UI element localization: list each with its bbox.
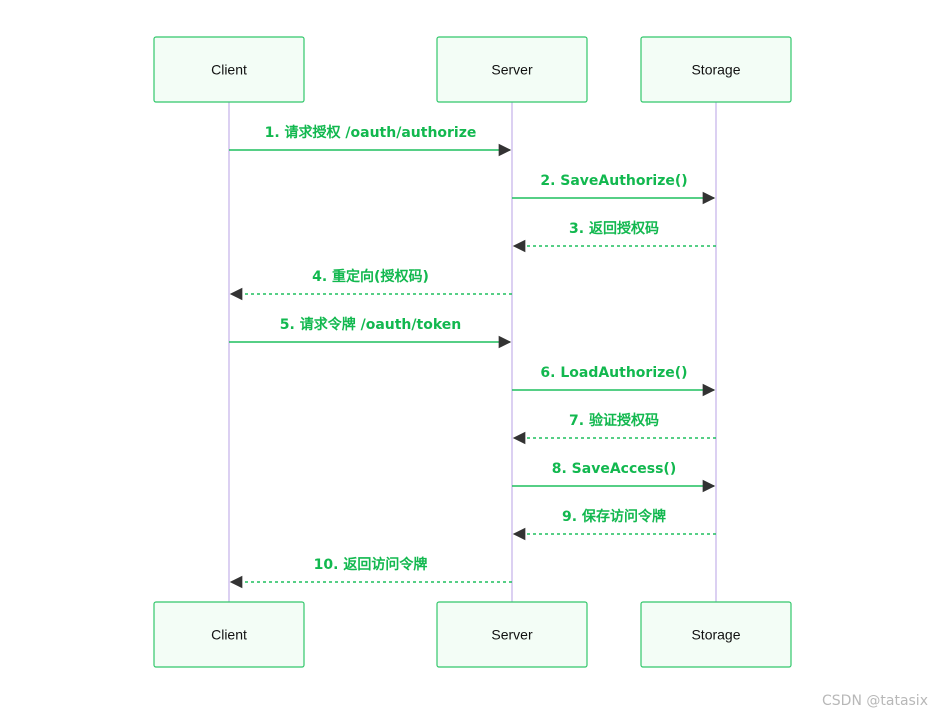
actor-label: Storage (691, 62, 740, 78)
actor-label: Server (491, 62, 533, 78)
message-10: 10. 返回访问令牌 (229, 556, 512, 589)
message-label: 1. 请求授权 /oauth/authorize (265, 124, 477, 141)
actor-box (153, 601, 305, 668)
message-label: 5. 请求令牌 /oauth/token (280, 316, 461, 333)
message-9: 9. 保存访问令牌 (512, 508, 716, 541)
message-label: 6. LoadAuthorize() (540, 365, 687, 381)
actor-box (436, 601, 588, 668)
message-2: 2. SaveAuthorize() (512, 173, 716, 205)
message-1: 1. 请求授权 /oauth/authorize (229, 124, 512, 157)
message-7: 7. 验证授权码 (512, 412, 716, 445)
actor-client-top: Client (153, 36, 305, 103)
actor-server-top: Server (436, 36, 588, 103)
actor-box (153, 36, 305, 103)
actor-client-bottom: Client (153, 601, 305, 668)
message-label: 7. 验证授权码 (569, 412, 659, 429)
message-6: 6. LoadAuthorize() (512, 365, 716, 397)
message-3: 3. 返回授权码 (512, 220, 716, 253)
actor-box (640, 36, 792, 103)
actor-box (640, 601, 792, 668)
message-label: 3. 返回授权码 (569, 220, 659, 237)
message-label: 2. SaveAuthorize() (540, 173, 687, 189)
actor-server-bottom: Server (436, 601, 588, 668)
actor-label: Client (211, 627, 247, 643)
message-label: 8. SaveAccess() (552, 461, 676, 477)
actor-label: Client (211, 62, 247, 78)
message-8: 8. SaveAccess() (512, 461, 716, 493)
actor-label: Server (491, 627, 533, 643)
actor-storage-top: Storage (640, 36, 792, 103)
message-label: 9. 保存访问令牌 (562, 508, 666, 525)
message-5: 5. 请求令牌 /oauth/token (229, 316, 512, 349)
watermark: CSDN @tatasix (822, 693, 928, 709)
actor-box (436, 36, 588, 103)
actor-storage-bottom: Storage (640, 601, 792, 668)
message-label: 10. 返回访问令牌 (314, 556, 428, 573)
actor-label: Storage (691, 627, 740, 643)
message-4: 4. 重定向(授权码) (229, 268, 512, 301)
message-label: 4. 重定向(授权码) (312, 268, 429, 285)
